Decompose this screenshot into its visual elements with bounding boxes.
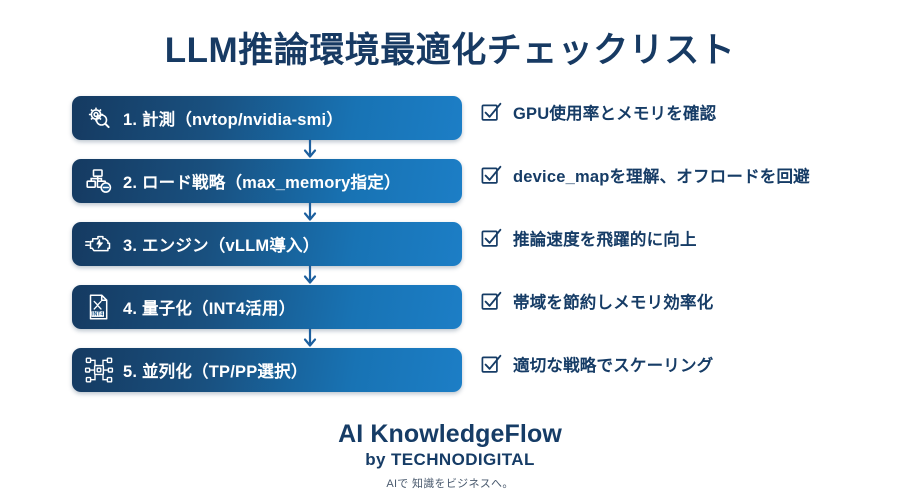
gear-magnifier-icon: [84, 103, 114, 133]
checklist-row: 3. エンジン（vLLM導入）: [0, 222, 900, 285]
check-square-icon: [481, 228, 502, 249]
step-box-3[interactable]: 3. エンジン（vLLM導入）: [72, 222, 462, 266]
svg-text:INT4: INT4: [92, 312, 103, 318]
arrow-down-icon: [300, 139, 320, 160]
page-title: LLM推論環境最適化チェックリスト: [164, 31, 736, 70]
check-label-5: 適切な戦略でスケーリング: [513, 357, 714, 375]
sitemap-minus-icon: [84, 166, 114, 196]
step-box-2[interactable]: 2. ロード戦略（max_memory指定）: [72, 159, 462, 203]
footer-branding: AI KnowledgeFlow by TECHNODIGITAL AIで 知識…: [0, 420, 900, 491]
arrow-down-icon: [300, 265, 320, 286]
check-label-2: device_mapを理解、オフロードを回避: [513, 168, 810, 186]
step-label-3: 3. エンジン（vLLM導入）: [123, 237, 320, 255]
check-square-icon: [481, 165, 502, 186]
microchip-network-icon: [84, 355, 114, 385]
file-compress-int4-icon: INT4: [84, 292, 114, 322]
brand-tagline: AIで 知識をビジネスへ。: [386, 478, 514, 491]
check-label-1: GPU使用率とメモリを確認: [513, 105, 717, 123]
check-label-4: 帯域を節約しメモリ効率化: [513, 294, 714, 312]
step-box-1[interactable]: 1. 計測（nvtop/nvidia-smi）: [72, 96, 462, 140]
checklist-row: 2. ロード戦略（max_memory指定）: [0, 159, 900, 222]
brand-company: by TECHNODIGITAL: [365, 450, 535, 469]
checklist-row: 1. 計測（nvtop/nvidia-smi）: [0, 96, 900, 159]
engine-bolt-icon: [84, 229, 114, 259]
check-item-1[interactable]: GPU使用率とメモリを確認: [481, 100, 716, 124]
arrow-down-icon: [300, 328, 320, 349]
step-label-5: 5. 並列化（TP/PP選択）: [123, 363, 308, 381]
checklist-row: 5. 並列化（TP/PP選択） 適切な戦略でスケーリング: [0, 348, 900, 411]
check-square-icon: [481, 354, 502, 375]
step-label-4: 4. 量子化（INT4活用）: [123, 300, 296, 318]
steps-list: 1. 計測（nvtop/nvidia-smi）: [0, 96, 900, 411]
check-item-5[interactable]: 適切な戦略でスケーリング: [481, 352, 713, 376]
brand-name: AI KnowledgeFlow: [338, 420, 562, 448]
check-label-3: 推論速度を飛躍的に向上: [513, 231, 697, 249]
checklist-row: INT4 4. 量子化（INT4活用）: [0, 285, 900, 348]
check-item-2[interactable]: device_mapを理解、オフロードを回避: [481, 163, 810, 187]
checklist-content: 1. 計測（nvtop/nvidia-smi）: [0, 96, 900, 396]
check-item-3[interactable]: 推論速度を飛躍的に向上: [481, 226, 697, 250]
check-item-4[interactable]: 帯域を節約しメモリ効率化: [481, 289, 713, 313]
step-box-5[interactable]: 5. 並列化（TP/PP選択）: [72, 348, 462, 392]
step-label-1: 1. 計測（nvtop/nvidia-smi）: [123, 111, 344, 129]
step-label-2: 2. ロード戦略（max_memory指定）: [123, 174, 401, 192]
check-square-icon: [481, 291, 502, 312]
step-box-4[interactable]: INT4 4. 量子化（INT4活用）: [72, 285, 462, 329]
arrow-down-icon: [300, 202, 320, 223]
check-square-icon: [481, 102, 502, 123]
